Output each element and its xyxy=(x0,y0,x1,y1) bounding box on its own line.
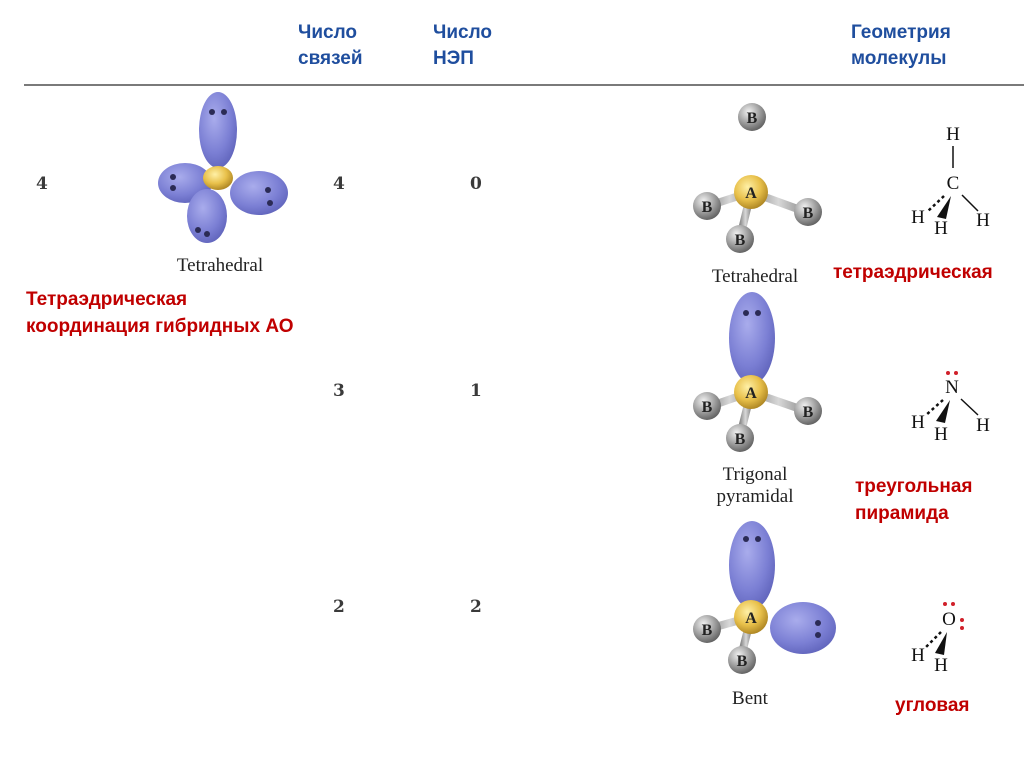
formula-atom-center: N xyxy=(945,377,959,398)
row-geometry: тетраэдрическая xyxy=(833,259,993,286)
central-atom xyxy=(734,600,768,634)
header-lone-pairs: Число НЭП xyxy=(433,20,492,72)
formula-atom-h: H xyxy=(911,412,925,433)
lone-pair-lobe xyxy=(729,292,775,384)
ligand-atom xyxy=(728,646,756,674)
ligand-atom xyxy=(693,615,721,643)
lone-pair-lobe xyxy=(729,521,775,609)
header-geometry-line2: молекулы xyxy=(851,48,947,69)
ligand-atom xyxy=(693,392,721,420)
atom-label-b: B xyxy=(735,232,746,249)
row-bonds: 3 xyxy=(333,381,345,401)
ligand-atom xyxy=(726,424,754,452)
header-divider xyxy=(24,84,1024,86)
formula-atom-center: O xyxy=(942,609,956,630)
header-lone-pairs-line2: НЭП xyxy=(433,48,474,69)
atom-label-b: B xyxy=(737,653,748,670)
row-caption-line1: Bent xyxy=(732,688,768,709)
atom-label-b: B xyxy=(702,399,713,416)
header-geometry-line1: Геометрия xyxy=(851,22,951,43)
atom-label-b: B xyxy=(803,205,814,222)
lone-pair-lobe xyxy=(770,602,836,654)
row-geometry-line1: угловая xyxy=(895,695,970,716)
atom-label-b: B xyxy=(702,199,713,216)
atom-label-a: A xyxy=(745,610,757,627)
hybrid-note-line1: Тетраэдрическая xyxy=(26,289,188,310)
formula-nh3: N H H H xyxy=(911,371,990,445)
hybrid-orbitals xyxy=(158,92,288,243)
row-caption: Trigonal pyramidal xyxy=(690,464,820,508)
ligand-atom xyxy=(693,192,721,220)
formula-ch4: H C H H H xyxy=(911,124,990,239)
hybrid-note-line2: координация гибридных АО xyxy=(26,316,294,337)
formula-atom-h: H xyxy=(934,424,948,445)
molecule-tetrahedral xyxy=(693,103,822,253)
row-caption-line1: Tetrahedral xyxy=(711,266,799,287)
ligand-atom xyxy=(738,103,766,131)
central-atom xyxy=(734,375,768,409)
row-lone-pairs: 0 xyxy=(470,174,482,194)
ligand-atom xyxy=(794,198,822,226)
header-lone-pairs-line1: Число xyxy=(433,22,493,43)
formula-atom-h: H xyxy=(934,655,948,676)
row-geometry-line1: тетраэдрическая xyxy=(833,262,993,283)
row-geometry-line1: треугольная xyxy=(855,476,973,497)
formula-atom-h: H xyxy=(911,645,925,666)
hybrid-nucleus xyxy=(203,166,233,190)
header-geometry: Геометрия молекулы xyxy=(851,20,951,72)
hybrid-note: Тетраэдрическая координация гибридных АО xyxy=(26,286,294,340)
formula-h2o: O H H xyxy=(911,602,964,676)
row-caption: Tetrahedral xyxy=(690,266,820,288)
formula-atom-h: H xyxy=(976,415,990,436)
ligand-atom xyxy=(794,397,822,425)
row-geometry: треугольная пирамида xyxy=(855,473,972,527)
atom-label-b: B xyxy=(803,404,814,421)
molecule-trigonal-pyramidal xyxy=(693,292,822,452)
hybrid-caption: Tetrahedral xyxy=(176,255,264,276)
row-lone-pairs: 1 xyxy=(470,381,482,401)
atom-label-b: B xyxy=(702,622,713,639)
hybrid-lobe-right xyxy=(230,171,288,215)
row-geometry-line2: пирамида xyxy=(855,503,949,524)
atom-label-b: B xyxy=(735,431,746,448)
formula-atom-h: H xyxy=(911,207,925,228)
formula-atom-h: H xyxy=(946,124,960,145)
atom-label-b: B xyxy=(747,110,758,127)
header-bonds: Число связей xyxy=(298,20,363,72)
header-bonds-line1: Число xyxy=(298,22,358,43)
atom-label-a: A xyxy=(745,385,757,402)
formula-atom-h: H xyxy=(976,210,990,231)
formula-atom-center: C xyxy=(947,173,960,194)
row-geometry: угловая xyxy=(895,692,970,719)
atom-label-a: A xyxy=(745,185,757,202)
ligand-atom xyxy=(726,225,754,253)
hybrid-lobe-top xyxy=(199,92,237,168)
row-bonds: 4 xyxy=(333,174,345,194)
row-lone-pairs: 2 xyxy=(470,597,482,617)
row-caption-line1: Trigonal xyxy=(722,464,788,485)
molecule-bent xyxy=(693,521,836,674)
hybrid-count: 4 xyxy=(36,174,48,194)
row-bonds: 2 xyxy=(333,597,345,617)
header-bonds-line2: связей xyxy=(298,48,363,69)
row-caption: Bent xyxy=(690,688,810,710)
central-atom xyxy=(734,175,768,209)
row-caption-line2: pyramidal xyxy=(716,486,794,507)
formula-atom-h: H xyxy=(934,218,948,239)
